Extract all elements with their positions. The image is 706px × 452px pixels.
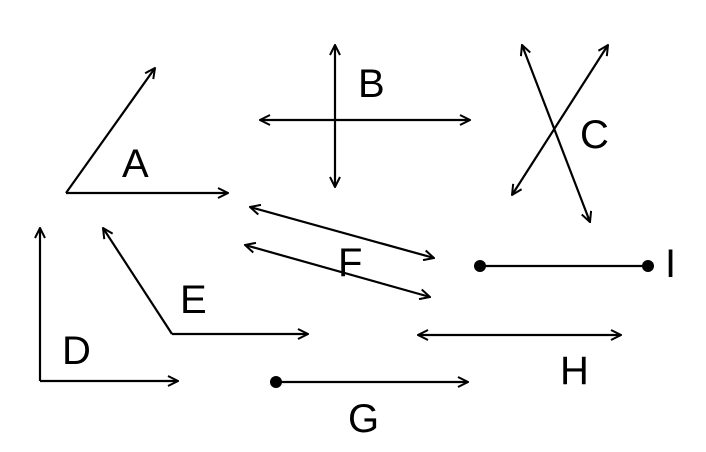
endpoint-i2 [642,260,654,272]
label-d: D [62,329,91,373]
label-g: G [348,397,379,441]
label-b: B [358,62,385,106]
figure-b-perpendicular-lines: B [260,45,470,187]
figure-f-parallel-lines: F [245,207,434,297]
label-e: E [180,278,207,322]
label-f: F [338,241,362,285]
endpoint-i1 [474,260,486,272]
ray-e1 [103,228,173,335]
ray-a1 [65,68,155,194]
figure-a-angle: A [65,68,228,194]
label-a: A [122,142,149,186]
figure-g-ray: G [270,376,468,441]
figure-i-segment: I [474,242,676,286]
figure-c-intersecting-lines: C [512,45,609,222]
line-f2 [245,245,430,297]
figure-d-right-angle: D [40,228,178,381]
figure-h-line: H [418,335,621,393]
figure-e-obtuse-angle: E [103,228,308,334]
label-i: I [665,242,676,286]
line-c2 [512,45,608,195]
label-h: H [560,349,589,393]
label-c: C [580,113,609,157]
